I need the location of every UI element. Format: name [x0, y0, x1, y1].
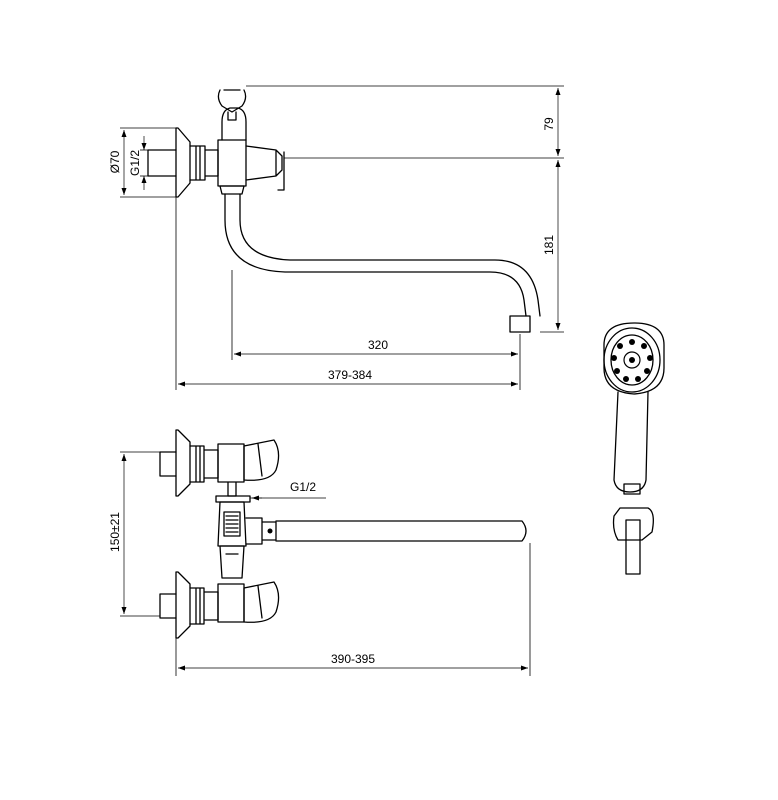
dim-spout-reach: 320: [368, 338, 388, 352]
dim-overall-side: 379-384: [328, 368, 372, 382]
upper-valve-body: [217, 443, 245, 497]
dim-inlet-spacing: 150±21: [108, 512, 122, 552]
hand-shower: [603, 322, 665, 575]
spout-connector: [245, 517, 277, 545]
connection-nut: [189, 145, 219, 181]
shower-nozzles: [611, 339, 653, 382]
upper-handle: [243, 439, 280, 481]
side-view: [147, 89, 541, 333]
lower-nut: [189, 587, 219, 625]
upper-inlet: [159, 451, 177, 477]
inlet-pipe: [147, 149, 177, 177]
upper-flange: [175, 429, 191, 497]
dim-thread-side: G1/2: [128, 150, 142, 176]
valve-body: [217, 139, 247, 187]
spout-aerator: [509, 315, 531, 333]
dim-thread-front: G1/2: [290, 480, 316, 494]
wall-bracket: [612, 507, 654, 541]
diverter-knurl: [223, 511, 241, 537]
dim-overall-front: 390-395: [331, 652, 375, 666]
side-view-dimensions: 79 181 Ø70 G1/2 320 379-384: [108, 85, 564, 390]
spout-collar: [219, 185, 245, 195]
shower-holder: [217, 89, 247, 141]
diverter-screw: [267, 528, 273, 534]
lower-handle: [243, 581, 280, 623]
shower-handle-tip: [623, 483, 641, 495]
thread-marker: [215, 495, 251, 503]
dim-diameter: Ø70: [108, 150, 122, 173]
front-view-dimensions: 150±21 G1/2 390-395: [108, 451, 531, 676]
wall-flange: [175, 127, 191, 198]
front-spout: [275, 520, 527, 542]
bracket-stem: [625, 519, 641, 575]
dim-spout-drop: 181: [542, 235, 556, 255]
valve-handle: [245, 145, 285, 191]
front-view: [159, 429, 527, 639]
lower-inlet: [159, 593, 177, 619]
swivel-spout: [224, 193, 541, 317]
dim-top-height: 79: [542, 117, 556, 131]
lower-flange: [175, 571, 191, 639]
upper-nut: [189, 445, 219, 483]
diverter-lower: [219, 545, 245, 579]
shower-face-inner: [610, 334, 654, 386]
shower-handle: [613, 391, 649, 493]
lower-valve-body: [217, 583, 245, 623]
diverter-body: [217, 501, 247, 547]
shower-head-outer: [603, 322, 665, 395]
shower-face-ring: [603, 327, 661, 393]
